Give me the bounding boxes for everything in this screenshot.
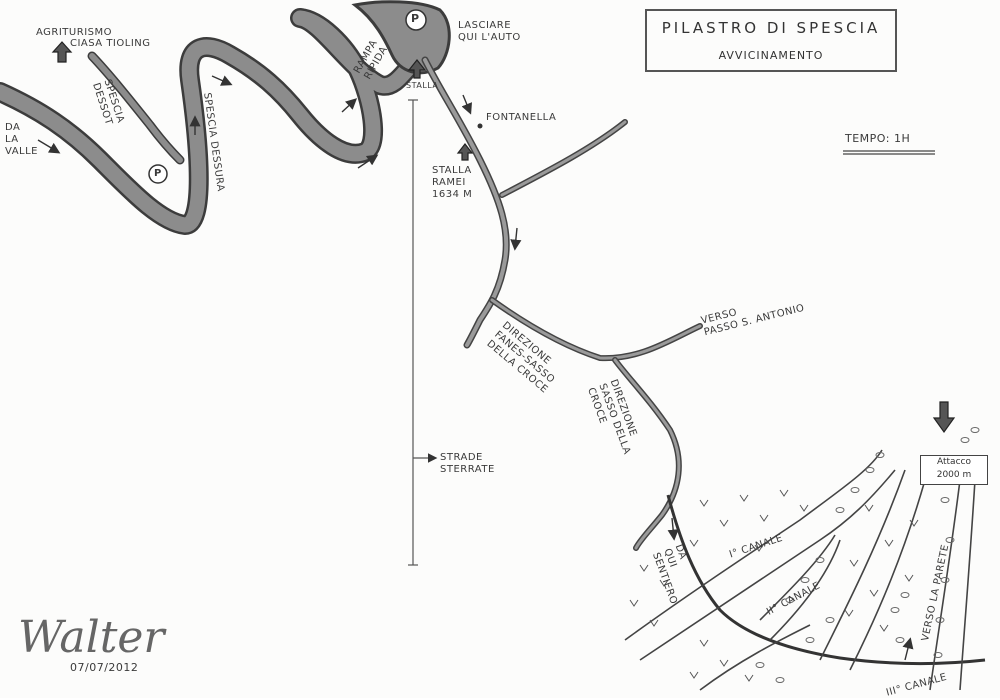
dirt-road-indicator xyxy=(408,99,438,566)
fontanella-marker xyxy=(477,123,483,129)
agriturismo-label: Agriturismo xyxy=(36,27,112,38)
attacco-label: Attacco xyxy=(937,457,971,467)
dirt-roads xyxy=(421,56,703,551)
parking-label-lower: P xyxy=(154,168,162,179)
da-la-valle-label: Da la valle xyxy=(5,122,39,157)
tempo-underline xyxy=(843,150,935,155)
bold-arrows xyxy=(51,41,956,434)
lasciare-auto-label: Lasciare qui l'auto xyxy=(458,20,521,43)
gullies xyxy=(624,449,976,691)
map-title: Pilastro di Spescia xyxy=(661,19,881,37)
title-box: Pilastro di Spescia Avvicinamento xyxy=(645,9,897,72)
signature-date: 07/07/2012 xyxy=(70,661,139,674)
asphalt-road xyxy=(0,0,451,235)
stalla-ramei-label: Stalla Ramei 1634 m xyxy=(432,165,473,200)
map-subtitle: Avvicinamento xyxy=(718,49,824,62)
signature: Walter xyxy=(18,612,165,663)
parking-symbols xyxy=(148,9,427,184)
attacco-elevation: 2000 m xyxy=(936,470,972,480)
fontanella-label: Fontanella xyxy=(486,112,557,123)
tempo-label: Tempo: 1h xyxy=(845,132,911,145)
stalla-label: Stalla xyxy=(406,81,439,90)
strade-sterrate-label: Strade sterrate xyxy=(440,452,495,475)
attacco-box: Attacco 2000 m xyxy=(920,455,988,485)
direction-arrows xyxy=(37,75,914,661)
parking-label-upper: P xyxy=(411,12,420,25)
ciasa-tioling-label: Ciasa Tioling xyxy=(70,38,151,49)
vegetation xyxy=(629,489,919,682)
